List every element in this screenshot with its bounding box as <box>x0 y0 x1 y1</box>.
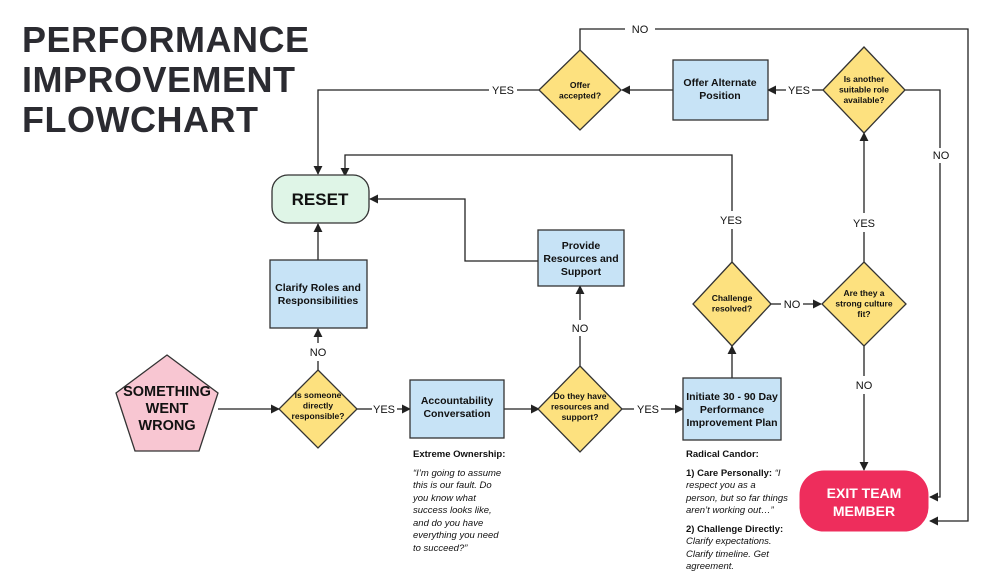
label-line: Clarify Roles and <box>275 282 361 294</box>
care-personally-label: 1) Care Personally: <box>686 467 773 479</box>
reset-node <box>271 174 370 224</box>
edge-label-yes: YES <box>637 404 659 416</box>
responsible-decision <box>278 369 358 449</box>
title-line: PERFORMANCE <box>22 19 310 60</box>
exit-node-label: EXIT TEAM MEMBER <box>827 485 902 519</box>
start-node <box>115 354 219 452</box>
accepted-decision <box>538 49 622 131</box>
label-line: Accountability <box>421 395 494 407</box>
label-line: Is another <box>844 74 885 84</box>
radical-candor-note: Radical Candor: 1) Care Personally: “I r… <box>686 449 789 574</box>
label-line: Initiate 30 - 90 Day <box>686 391 778 403</box>
accountability-box <box>409 379 505 439</box>
label-line: strong culture <box>835 299 892 309</box>
edge-label-yes: YES <box>788 85 810 97</box>
reset-node-label: RESET <box>292 190 349 209</box>
challenge-directly-label: 2) Challenge Directly: <box>686 523 784 535</box>
label-line: Conversation <box>423 408 490 420</box>
label-line: Do they have <box>554 391 607 401</box>
flowchart-diagram: YES NO YES NO YES NO YES NO YES NO YES N… <box>115 24 969 532</box>
resources-decision <box>537 365 623 453</box>
provide-box <box>537 229 625 287</box>
culture-decision <box>821 261 907 347</box>
edge-label-no: NO <box>572 323 589 335</box>
challenge-directly-text: Clarify expectations. Clarify timeline. … <box>686 536 772 572</box>
label-line: Offer <box>570 80 591 90</box>
edge-accepted-yes-arrow <box>313 89 489 175</box>
edge-label-yes: YES <box>853 218 875 230</box>
edge-provide-to-reset <box>369 194 538 262</box>
label-line: fit? <box>857 309 870 319</box>
edge-accepted-no-arrow <box>655 28 969 526</box>
edge-accepted-no <box>579 28 625 50</box>
extreme-ownership-note: Extreme Ownership: “I’m going to assume … <box>413 449 508 555</box>
label-line: WENT <box>146 401 189 417</box>
title-line: FLOWCHART <box>22 99 259 140</box>
label-line: Offer Alternate <box>683 77 756 89</box>
label-line: Challenge <box>712 293 753 303</box>
care-personally-text: “I respect you as a person, but so far t… <box>686 467 788 517</box>
label-line: Responsibilities <box>278 295 359 307</box>
extreme-ownership-quote: “I’m going to assume this is our fault. … <box>413 467 502 554</box>
edge-label-no: NO <box>632 24 649 36</box>
label-line: resolved? <box>712 304 752 314</box>
edge-label-yes: YES <box>373 404 395 416</box>
challenge-directly-paragraph: 2) Challenge Directly: Clarify expectati… <box>686 524 783 573</box>
resolved-decision <box>692 261 772 347</box>
exit-node <box>799 470 929 532</box>
label-line: SOMETHING <box>123 384 211 400</box>
pip-box <box>682 377 782 441</box>
label-line: Is someone <box>295 390 342 400</box>
page-title: PERFORMANCE IMPROVEMENT FLOWCHART <box>22 20 310 140</box>
label-line: available? <box>843 95 884 105</box>
label-line: Improvement Plan <box>686 417 777 429</box>
label-line: Provide <box>562 240 601 252</box>
label-line: MEMBER <box>833 503 895 519</box>
edge-another-no-arrow <box>929 163 941 502</box>
title-line: IMPROVEMENT <box>22 59 296 100</box>
label-line: WRONG <box>138 418 195 434</box>
label-line: Performance <box>700 404 764 416</box>
label-line: Position <box>699 90 740 102</box>
label-line: Are they a <box>843 288 884 298</box>
label-line: responsible? <box>292 411 345 421</box>
edge-label-yes: YES <box>492 85 514 97</box>
edge-label-no: NO <box>310 347 327 359</box>
another-role-decision <box>822 46 906 134</box>
offer-box <box>672 59 769 121</box>
edge-label-no: NO <box>856 380 873 392</box>
edge-label-no: NO <box>784 299 801 311</box>
extreme-ownership-heading: Extreme Ownership: <box>413 449 506 460</box>
label-line: EXIT TEAM <box>827 485 902 501</box>
label-line: support? <box>562 412 599 422</box>
care-personally-paragraph: 1) Care Personally: “I respect you as a … <box>686 468 788 517</box>
edge-resolved-yes-arrow <box>340 154 733 211</box>
label-line: suitable role <box>839 85 889 95</box>
clarify-box <box>269 259 368 329</box>
label-line: accepted? <box>559 91 601 101</box>
edge-label-no: NO <box>933 150 950 162</box>
radical-candor-heading: Radical Candor: <box>686 449 759 460</box>
edge-label-yes: YES <box>720 215 742 227</box>
label-line: resources and <box>551 402 609 412</box>
edge-another-no <box>904 89 941 148</box>
label-line: directly <box>303 401 334 411</box>
label-line: Support <box>561 266 602 278</box>
label-line: Resources and <box>543 253 618 265</box>
